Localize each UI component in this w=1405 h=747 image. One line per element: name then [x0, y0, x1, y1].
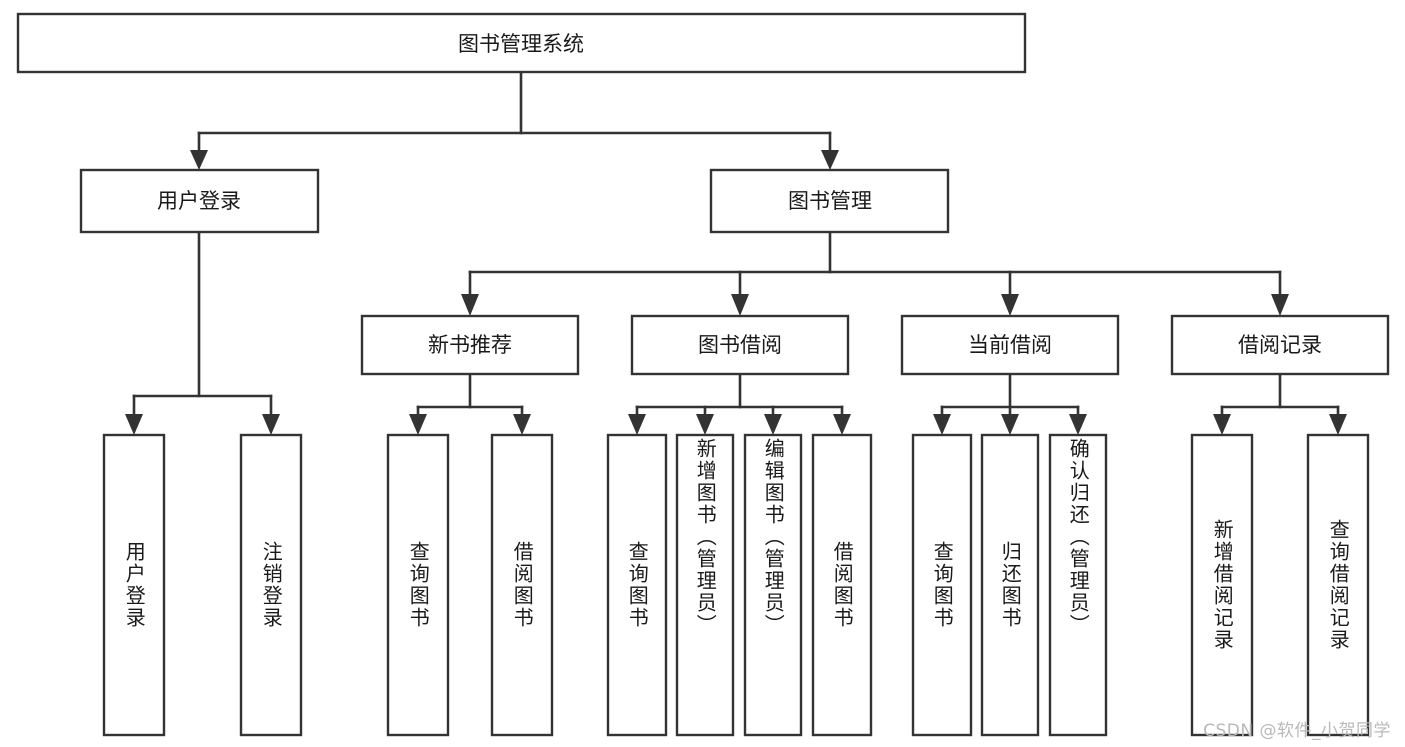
arrowhead-new-book-recommend [461, 294, 479, 316]
leaf-box-br-add-record[interactable] [1190, 433, 1254, 737]
leaf-box-br-query-record[interactable] [1306, 433, 1370, 737]
node-book-borrow-box[interactable] [630, 314, 850, 376]
arrowhead-br-query-record [1329, 414, 1347, 435]
leaf-box-bb-add-book[interactable] [675, 433, 735, 737]
arrowhead-cb-return-book [1001, 414, 1019, 435]
arrowhead-leaf-logout [262, 414, 280, 435]
arrowhead-cb-query-book [933, 414, 951, 435]
connector-group-user-login [125, 230, 280, 435]
arrowhead-book-manage [821, 150, 839, 170]
leaf-box-cb-confirm-return[interactable] [1048, 433, 1108, 737]
arrowhead-current-borrow [1001, 294, 1019, 316]
leaf-box-bb-borrow-book[interactable] [811, 433, 873, 737]
arrowhead-user-login [190, 150, 208, 170]
node-user-login-box[interactable] [79, 168, 320, 234]
leaf-box-cb-query-book[interactable] [911, 433, 973, 737]
node-root-label: 图书管理系统 [458, 32, 584, 56]
arrowhead-cb-confirm-return [1069, 414, 1087, 435]
leaf-box-user-login[interactable] [102, 433, 166, 737]
leaf-box-logout[interactable] [239, 433, 303, 737]
node-new-book-recommend-box[interactable] [360, 314, 580, 376]
leaf-box-bb-query-book[interactable] [606, 433, 668, 737]
arrowhead-borrow-record [1271, 294, 1289, 316]
arrowhead-leaf-user-login [125, 414, 143, 435]
node-book-manage-box[interactable] [709, 168, 950, 234]
connector-group-book-manage [461, 230, 1289, 316]
leaf-box-nb-query-book[interactable] [386, 433, 450, 737]
node-borrow-record-label: 借阅记录 [1238, 333, 1322, 357]
node-book-borrow-label: 图书借阅 [698, 333, 782, 357]
arrowhead-bb-edit-book [764, 414, 782, 435]
arrowhead-bb-borrow-book [833, 414, 851, 435]
node-book-manage-label: 图书管理 [788, 189, 872, 213]
node-user-login-label: 用户登录 [157, 189, 241, 213]
arrowhead-bb-add-book [696, 414, 714, 435]
leaf-box-nb-borrow-book[interactable] [490, 433, 554, 737]
leaf-box-cb-return-book[interactable] [980, 433, 1040, 737]
node-new-book-recommend-label: 新书推荐 [428, 333, 512, 357]
arrowhead-bb-query-book [628, 414, 646, 435]
connector-group-book-borrow [628, 372, 851, 435]
connector-group-current-borrow [933, 372, 1087, 435]
leaf-box-bb-edit-book[interactable] [743, 433, 803, 737]
arrowhead-book-borrow [731, 294, 749, 316]
arrowhead-br-add-record [1213, 414, 1231, 435]
node-current-borrow-box[interactable] [900, 314, 1120, 376]
node-root-box[interactable] [16, 12, 1027, 74]
node-current-borrow-label: 当前借阅 [968, 333, 1052, 357]
connector-group-new-book [409, 372, 531, 435]
connector-group-root [190, 70, 839, 170]
arrowhead-nb-borrow-book [513, 414, 531, 435]
connector-group-borrow-record [1213, 372, 1347, 435]
arrowhead-nb-query-book [409, 414, 427, 435]
node-borrow-record-box[interactable] [1170, 314, 1390, 376]
